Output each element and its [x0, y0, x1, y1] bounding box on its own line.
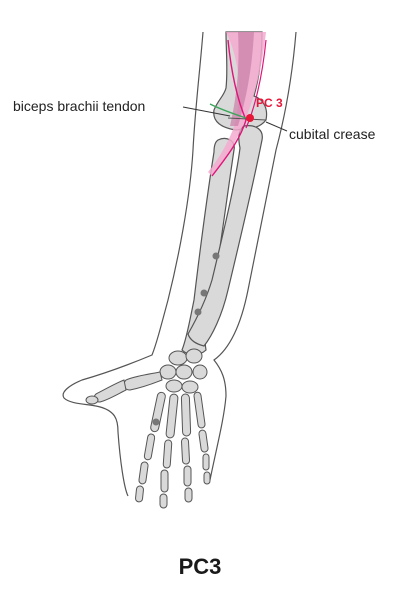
- finger-bones: [135, 391, 211, 509]
- leader-lines: [182, 106, 288, 132]
- ulna-bone: [187, 125, 263, 347]
- label-biceps-brachii-tendon: biceps brachii tendon: [13, 98, 145, 114]
- meridian-point-dots: [152, 252, 220, 426]
- label-cubital-crease: cubital crease: [289, 126, 376, 142]
- diagram-title: PC3: [179, 554, 222, 579]
- pc3-acupoint: [246, 114, 254, 122]
- meridian-line: [208, 32, 267, 177]
- arm-outline: [62, 31, 297, 497]
- biceps-tendon: [209, 103, 247, 119]
- thumb-bones: [85, 371, 163, 405]
- label-pc3-point: PC 3: [256, 96, 283, 110]
- carpal-bones: [159, 348, 208, 394]
